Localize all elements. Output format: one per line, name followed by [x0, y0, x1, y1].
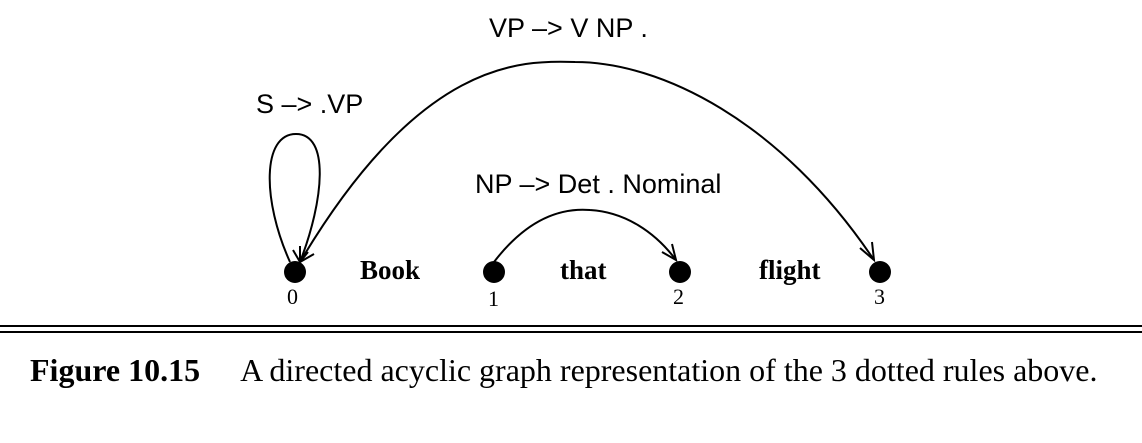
dag-diagram: VP –> V NP . S –> .VP NP –> Det . Nomina… — [256, 13, 891, 311]
node-2 — [669, 261, 691, 283]
arrowhead-np — [661, 243, 678, 263]
figure-caption-text: A directed acyclic graph representation … — [240, 352, 1098, 388]
arrowhead-vp — [859, 241, 876, 263]
caption-divider-top — [0, 325, 1142, 327]
word-flight: flight — [759, 255, 821, 285]
rule-label-np: NP –> Det . Nominal — [475, 169, 721, 199]
rule-label-self-loop: S –> .VP — [256, 89, 363, 119]
node-index-3: 3 — [874, 284, 885, 309]
edge-np — [493, 208, 677, 263]
node-index-2: 2 — [673, 284, 684, 309]
node-3 — [869, 261, 891, 283]
arrowhead-vp-tail — [299, 246, 315, 264]
caption-divider-bottom — [0, 331, 1142, 333]
word-that: that — [560, 255, 607, 285]
node-1 — [483, 261, 505, 283]
node-index-0: 0 — [287, 284, 298, 309]
node-0 — [284, 261, 306, 283]
edge-vp — [299, 60, 875, 263]
node-index-1: 1 — [488, 286, 499, 311]
rule-label-vp: VP –> V NP . — [489, 13, 648, 43]
edge-self-loop — [268, 132, 321, 263]
word-book: Book — [360, 255, 420, 285]
figure-caption: Figure 10.15 A directed acyclic graph rep… — [30, 350, 1135, 390]
figure-caption-label: Figure 10.15 — [30, 352, 201, 388]
